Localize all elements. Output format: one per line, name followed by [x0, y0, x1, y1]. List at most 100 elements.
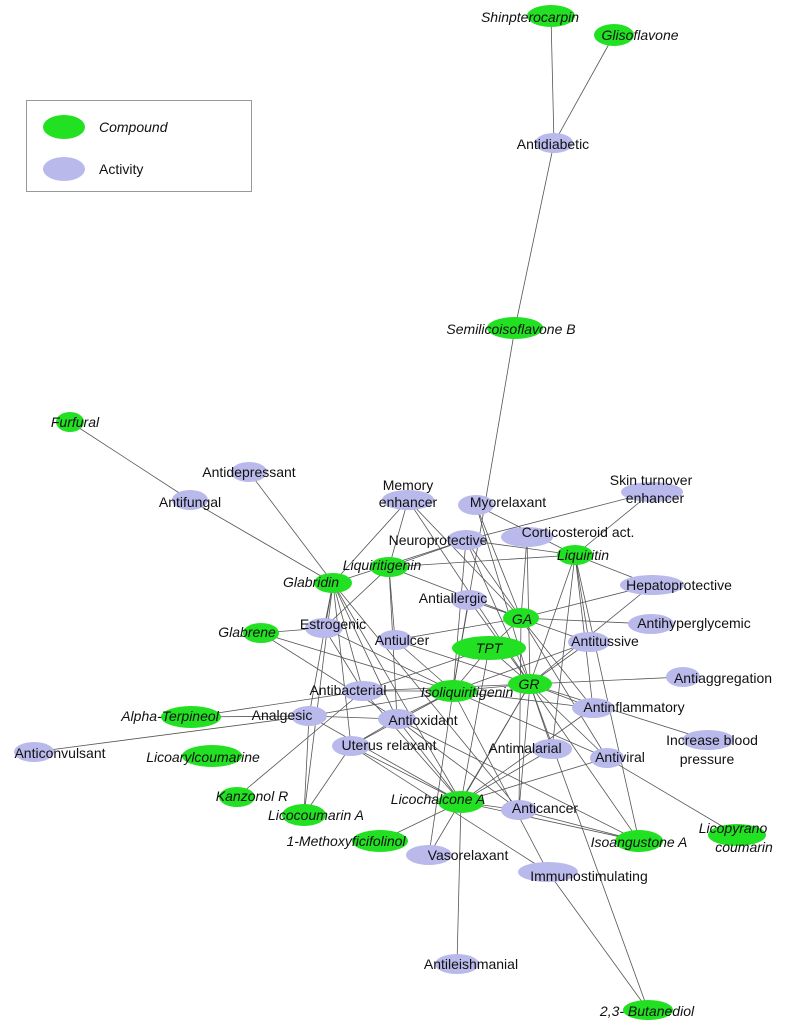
edge-layer [33, 15, 738, 1011]
activity-swatch [43, 157, 85, 181]
edge-estrogenic-isoliquiritigenin [323, 627, 454, 692]
node-label: Estrogenic [300, 616, 366, 632]
node-label: Isoliquiritigenin [421, 684, 514, 700]
compound-ellipse [282, 804, 326, 826]
node-glabrene: Glabrene [218, 623, 279, 643]
edge-glabrene-isoliquiritigenin [260, 632, 454, 692]
node-label: Vasorelaxant [428, 847, 509, 863]
node-immunostimulating: Immunostimulating [518, 862, 648, 884]
compound-ellipse [527, 5, 575, 27]
node-label: 2,3- Butanediol [599, 1003, 695, 1019]
node-isoliquiritigenin: Isoliquiritigenin [421, 680, 514, 702]
edge-licochalcone_a-antileishmanial [456, 801, 462, 965]
activity-ellipse [342, 681, 384, 701]
node-label: Antihyperglycemic [637, 615, 751, 631]
edge-glabridin-anticancer [332, 582, 520, 811]
node-butanediol: 2,3- Butanediol [599, 1000, 695, 1020]
node-label: Antidepressant [202, 464, 296, 480]
edge-furfural-antifungal [69, 421, 191, 501]
node-label: Liquiritigenin [343, 557, 422, 573]
node-label: Immunostimulating [530, 868, 648, 884]
edge-antiinflammatory-isoliquiritigenin [452, 690, 594, 709]
edge-tpt-licochalcone_a [460, 647, 490, 803]
activity-ellipse [458, 495, 494, 515]
activity-ellipse [628, 614, 674, 634]
edge-uterus_relaxant-licocoumarin_a [303, 745, 352, 816]
node-label: Glisoflavone [601, 27, 678, 43]
node-label: Corticosteroid act. [522, 524, 635, 540]
legend: Compound Activity [26, 100, 252, 192]
edge-neuroprotective-ga [465, 539, 522, 619]
activity-ellipse [332, 736, 370, 756]
edge-gr-butanediol [529, 683, 649, 1011]
node-kanzonol_r: Kanzonol R [216, 787, 288, 807]
node-label: Isoangustone A [591, 834, 688, 850]
node-glabridin: Glabridin [283, 573, 352, 593]
edge-ga-antiviral [520, 617, 608, 759]
node-label: Glabrene [218, 624, 276, 640]
compound-ellipse [708, 824, 766, 846]
node-liquiritin: Liquiritin [557, 545, 609, 565]
node-label: Antinflammatory [583, 699, 684, 715]
activity-ellipse [518, 862, 578, 882]
node-label: Antimalarial [488, 740, 561, 756]
compound-ellipse [56, 412, 84, 432]
node-label: Hepatoprotective [626, 577, 732, 593]
activity-ellipse [532, 739, 572, 759]
node-label: Anticancer [512, 800, 578, 816]
compound-ellipse [594, 24, 634, 46]
edge-antidepressant-glabridin [248, 471, 334, 584]
node-label: Antileishmanial [424, 956, 518, 972]
node-label: TPT [476, 640, 504, 656]
node-label: Glabridin [283, 574, 339, 590]
node-label: Myorelaxant [470, 494, 546, 510]
edge-liquiritigenin-liquiritin [388, 554, 576, 568]
node-antiviral: Antiviral [590, 748, 645, 768]
node-isoangustone_a: Isoangustone A [591, 830, 688, 852]
edge-corticosteroid-ga [520, 536, 528, 619]
activity-ellipse [382, 490, 434, 510]
compound-ellipse [352, 830, 408, 852]
node-label: 1-Methoxyficifolinol [286, 833, 406, 849]
edge-ga-antiulcer [394, 617, 522, 641]
node-vasorelaxant: Vasorelaxant [406, 845, 508, 865]
node-label: Kanzonol R [216, 788, 288, 804]
legend-compound-label: Compound [99, 119, 168, 135]
node-label: Antifungal [159, 494, 221, 510]
node-hepatoprotective: Hepatoprotective [620, 575, 732, 595]
edge-antidiabetic-semilicoisoflavone_b [514, 142, 555, 329]
activity-ellipse [406, 845, 452, 865]
activity-ellipse [447, 530, 485, 550]
node-antimalarial: Antimalarial [488, 739, 572, 759]
edge-antiviral-licopyranocoumarin [606, 757, 738, 836]
node-antioxidant: Antioxidant [378, 709, 458, 729]
node-layer: ShinpterocarpinGlisoflavoneAntidiabeticS… [14, 5, 773, 1020]
compound-ellipse [243, 623, 279, 643]
compound-ellipse [487, 317, 543, 339]
node-myorelaxant: Myorelaxant [458, 494, 546, 515]
edge-antibacterial-kanzonol_r [236, 690, 364, 798]
node-antiallergic: Antiallergic [419, 590, 487, 610]
edge-memory_enhancer-liquiritigenin [388, 499, 409, 568]
node-label: Antitussive [571, 633, 639, 649]
edge-antitussive-isoliquiritigenin [452, 641, 590, 692]
activity-ellipse [682, 730, 734, 750]
edge-skin_turnover-liquiritin [574, 491, 653, 556]
activity-ellipse [291, 706, 327, 726]
edge-estrogenic-antibacterial [323, 627, 364, 692]
compound-ellipse [161, 706, 221, 728]
node-label: GR [519, 676, 540, 692]
edge-shinpterocarpin-antidiabetic [550, 15, 555, 144]
edge-antiviral-licochalcone_a [460, 757, 608, 803]
edge-glabridin-uterus_relaxant [332, 582, 352, 747]
node-label: Anticonvulsant [14, 745, 105, 761]
node-label: Licochalcone A [391, 791, 485, 807]
activity-ellipse [172, 490, 208, 510]
compound-ellipse [615, 830, 663, 852]
